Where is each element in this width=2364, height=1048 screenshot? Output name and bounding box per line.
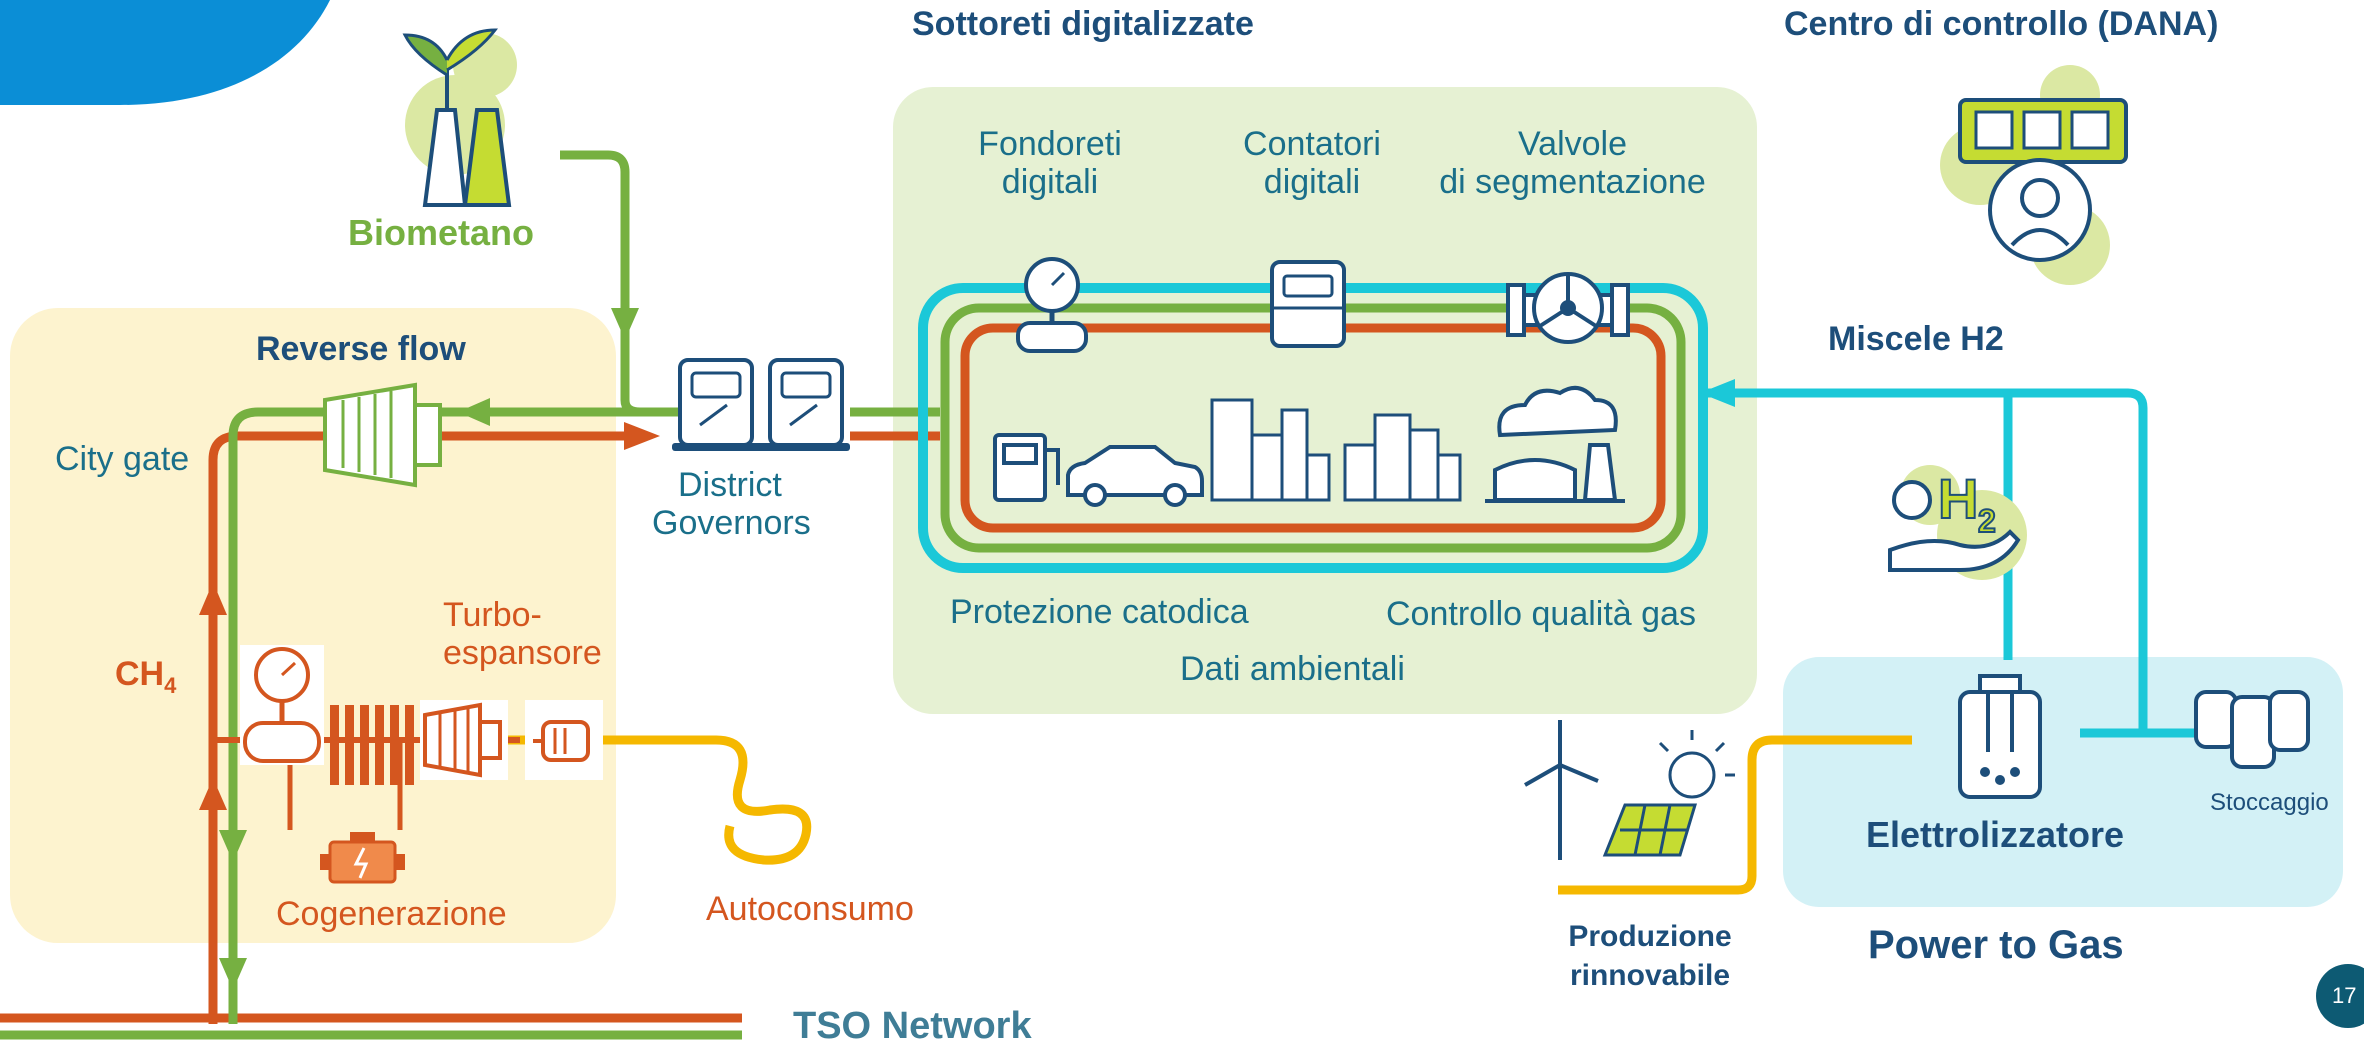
power-to-gas-label: Power to Gas: [1868, 923, 2124, 967]
district-line1: District: [678, 466, 782, 504]
sottoreti-title: Sottoreti digitalizzate: [912, 5, 1254, 43]
dati-label: Dati ambientali: [1180, 650, 1405, 688]
valvole-label: Valvole di segmentazione: [1420, 125, 1725, 201]
contatori-label: Contatori digitali: [1222, 125, 1402, 201]
ch4-subscript: 4: [164, 672, 177, 698]
biometano-label: Biometano: [348, 212, 535, 253]
hydrogen-hand-icon: H 2: [1888, 465, 2027, 580]
solar-panel-icon: [1602, 803, 1698, 857]
autoconsumo-label: Autoconsumo: [706, 890, 914, 928]
digital-subnetwork-zone: [893, 87, 1757, 714]
fondoreti-line1: Fondoreti: [978, 125, 1122, 163]
centro-title: Centro di controllo (DANA): [1784, 5, 2219, 43]
district-governors-label: District Governors: [652, 466, 811, 542]
valvole-line2: di segmentazione: [1439, 163, 1706, 202]
biomethane-plant-icon: [402, 28, 517, 207]
pressure-gauge-icon: [240, 645, 324, 765]
tso-network-label: TSO Network: [793, 1005, 1032, 1047]
produzione-line2: rinnovabile: [1569, 959, 1731, 992]
digital-gauge-icon: [1016, 257, 1088, 353]
protezione-label: Protezione catodica: [950, 593, 1249, 631]
page-number-badge: 17: [2316, 964, 2364, 1028]
renewables-icon: [1524, 720, 1735, 860]
turbo-expander-label: Turbo- espansore: [443, 596, 602, 672]
heat-exchanger-icon: [330, 705, 414, 785]
elettrolizzatore-label: Elettrolizzatore: [1866, 814, 2125, 855]
electrolyzer-icon: [1958, 674, 2042, 799]
turbine-icon: [323, 382, 442, 488]
miscele-label: Miscele H2: [1828, 320, 2004, 358]
stoccaggio-label: Stoccaggio: [2210, 789, 2329, 816]
controllo-label: Controllo qualità gas: [1386, 595, 1696, 633]
turbo-line1: Turbo-: [443, 596, 542, 634]
ch4-text: CH: [115, 655, 165, 693]
checklist-operator-icon: [1940, 65, 2128, 285]
cogenerazione-label: Cogenerazione: [276, 895, 507, 933]
storage-tanks-icon: [2194, 690, 2310, 769]
meter-icon: [1270, 260, 1346, 348]
valvole-line1: Valvole: [1518, 125, 1627, 163]
turbo-line2: espansore: [443, 634, 602, 673]
fondoreti-line2: digitali: [1001, 163, 1099, 202]
turbo-expander-icon: [420, 700, 508, 780]
city-scene: [993, 385, 1625, 507]
contatori-line2: digitali: [1263, 163, 1361, 202]
fuel-pump-icon: [993, 433, 1060, 502]
contatori-line1: Contatori: [1243, 125, 1381, 163]
reverse-flow-label: Reverse flow: [256, 330, 466, 368]
svg-text:H: H: [1938, 467, 1978, 530]
city-gate-label: City gate: [55, 440, 190, 478]
regulator-icon: [672, 358, 850, 451]
wind-turbine-icon: [1524, 720, 1599, 860]
factory-icon: [1485, 385, 1625, 503]
fondoreti-label: Fondoreti digitali: [960, 125, 1140, 201]
sun-icon: [1658, 730, 1735, 799]
valve-icon: [1506, 272, 1630, 344]
car-icon: [1066, 445, 1204, 507]
engine-icon: [320, 832, 405, 884]
svg-text:2: 2: [1978, 503, 1996, 539]
produzione-line1: Produzione: [1568, 920, 1732, 953]
district-line2: Governors: [652, 504, 811, 543]
city-icon: [1210, 398, 1462, 502]
ch4-label: CH4: [115, 655, 176, 698]
generator-icon: [525, 700, 603, 780]
produzione-label: Produzione rinnovabile: [1545, 917, 1755, 995]
